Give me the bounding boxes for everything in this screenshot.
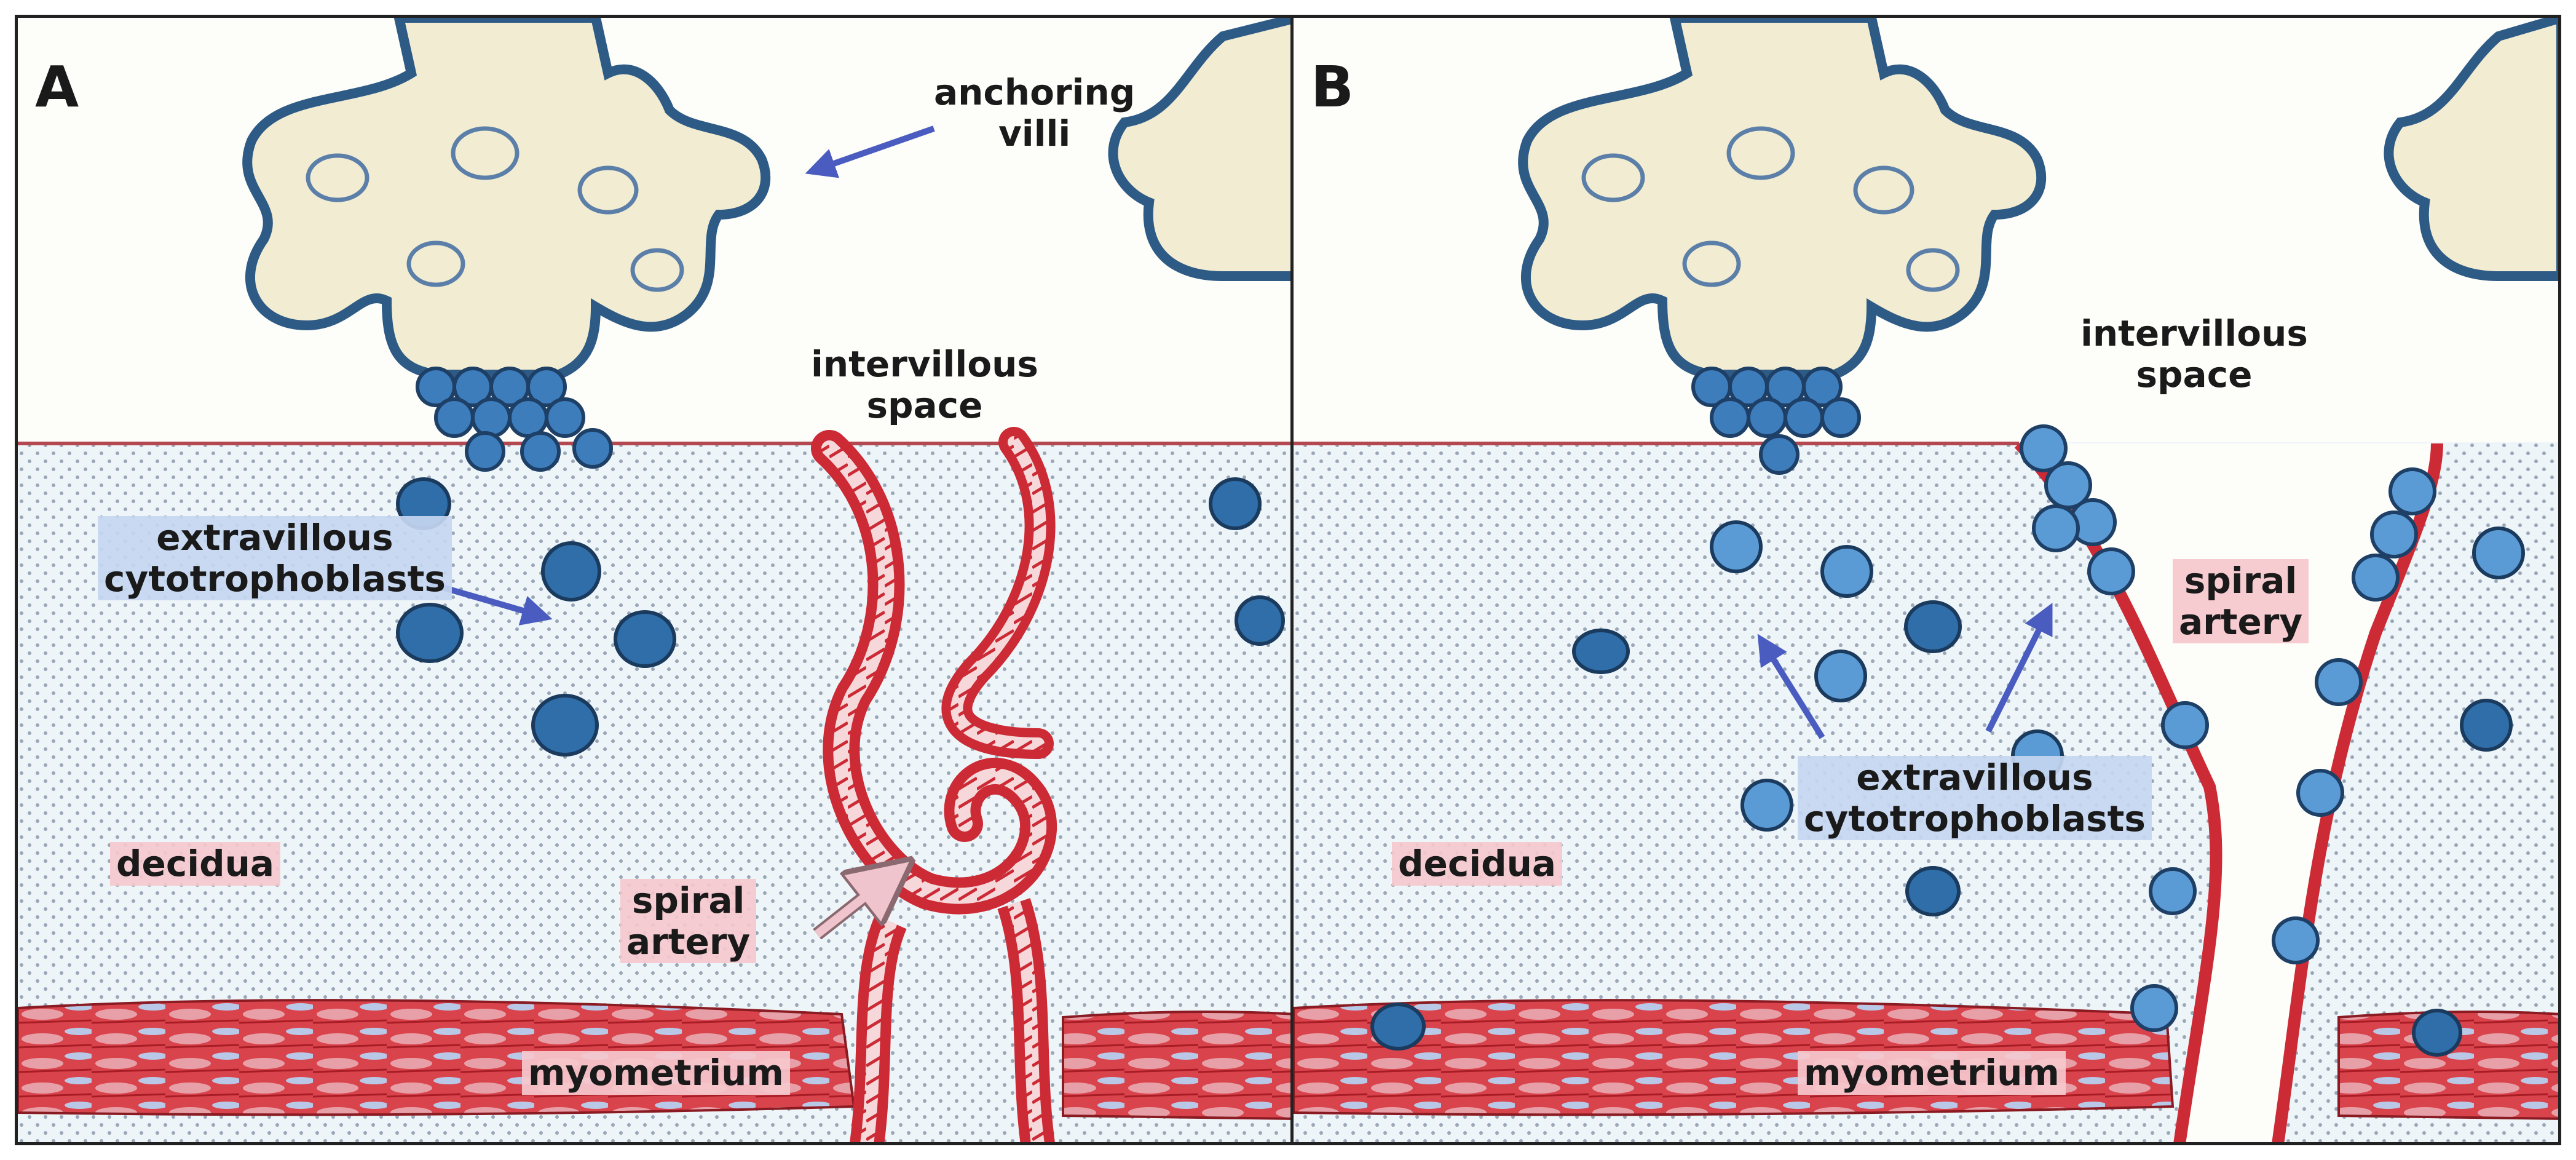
label-spiral-artery: spiral artery xyxy=(620,879,757,964)
arrow-anchoring-villi xyxy=(805,125,935,178)
panel-letter-b: B xyxy=(1311,54,1354,120)
neighbor-villus xyxy=(2384,18,2558,281)
panel-b-illustration xyxy=(1294,18,2558,1142)
label-spiral-artery-line2: artery xyxy=(2179,600,2303,643)
label-extravillous-line1: extravillous xyxy=(1856,757,2093,798)
panel-b: B intervillous space spiral artery extra… xyxy=(1294,15,2561,1145)
myometrium-tissue-right xyxy=(1062,1011,1290,1120)
cell-column xyxy=(1691,367,1861,475)
label-intervillous-space-line2: space xyxy=(866,384,983,426)
label-anchoring-villi-line2: villi xyxy=(998,112,1071,154)
label-intervillous-space: intervillous space xyxy=(2080,313,2308,395)
label-intervillous-space-line2: space xyxy=(2136,353,2253,395)
extravillous-cells xyxy=(396,477,1285,757)
label-intervillous-space-line1: intervillous xyxy=(811,343,1038,385)
label-spiral-artery-line1: spiral xyxy=(631,880,745,921)
label-intervillous-space: intervillous space xyxy=(811,344,1038,426)
myometrium-tissue-right xyxy=(2337,1011,2558,1120)
label-spiral-artery-line2: artery xyxy=(626,920,751,963)
anchoring-villus xyxy=(1518,18,2047,379)
label-spiral-artery: spiral artery xyxy=(2173,559,2309,644)
label-anchoring-villi-line1: anchoring xyxy=(934,71,1136,113)
anchoring-villus xyxy=(242,18,771,379)
label-anchoring-villi: anchoring villi xyxy=(934,72,1135,154)
spiral-artery-lumen xyxy=(2019,443,2437,1142)
panel-letter-a: A xyxy=(35,54,79,120)
label-spiral-artery-line1: spiral xyxy=(2184,560,2297,602)
arrow-spiral-artery-fill xyxy=(814,870,897,938)
arrow-extravillous-left xyxy=(1757,634,1825,739)
spiral-artery xyxy=(811,427,1057,1142)
label-extravillous-line2: cytotrophoblasts xyxy=(1804,797,2146,840)
panel-a-illustration xyxy=(18,18,1290,1142)
panel-a: A anchoring villi intervillous space ext… xyxy=(15,15,1294,1145)
label-extravillous-line2: cytotrophoblasts xyxy=(104,557,446,600)
neighbor-villus xyxy=(1108,18,1290,281)
label-myometrium: myometrium xyxy=(1798,1051,2066,1095)
extravillous-cells xyxy=(1370,520,2525,1057)
cell-column xyxy=(416,367,613,472)
label-extravillous-cytotrophoblasts: extravillous cytotrophoblasts xyxy=(98,516,452,601)
label-decidua: decidua xyxy=(110,842,281,886)
endovascular-cells xyxy=(2020,424,2436,1032)
label-intervillous-space-line1: intervillous xyxy=(2080,312,2308,354)
label-extravillous-line1: extravillous xyxy=(156,517,393,558)
arrow-extravillous-right xyxy=(1985,603,2053,733)
label-myometrium: myometrium xyxy=(522,1051,790,1095)
label-extravillous-cytotrophoblasts: extravillous cytotrophoblasts xyxy=(1798,756,2152,841)
label-decidua: decidua xyxy=(1392,842,1563,886)
